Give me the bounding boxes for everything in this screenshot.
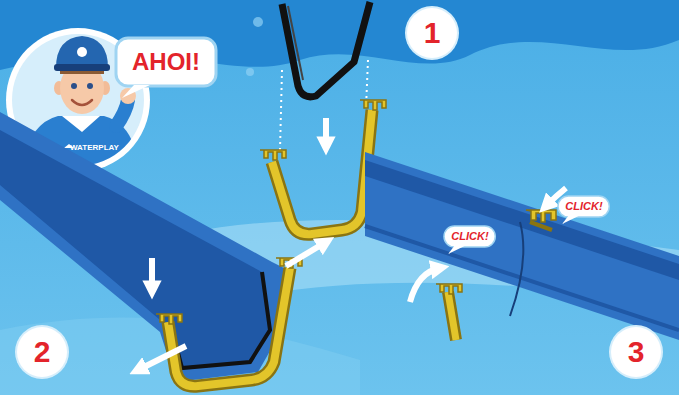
- callout-number: 2: [34, 337, 51, 367]
- arrow: [149, 258, 155, 290]
- bubble-body: [116, 38, 216, 86]
- speech-bubble: AHOI!: [116, 38, 216, 86]
- gutter-clip: [156, 258, 302, 386]
- callout-number: 3: [628, 337, 645, 367]
- click-bubble: CLICK!: [444, 226, 495, 247]
- seal-gasket-edge: [288, 6, 303, 80]
- bubble-text: CLICK!: [451, 231, 488, 242]
- bubble-body: [558, 196, 609, 217]
- bubble-text: AHOI!: [132, 50, 200, 74]
- bubble-dot: [246, 68, 254, 76]
- bubble-body: [444, 226, 495, 247]
- bubble-text: CLICK!: [565, 201, 602, 212]
- callout-number: 1: [424, 18, 441, 48]
- arrow: [410, 268, 440, 302]
- click-bubble: CLICK!: [558, 196, 609, 217]
- gutter-pipe: [0, 112, 288, 382]
- step-number: 1: [407, 8, 457, 58]
- guide-line: [280, 70, 282, 150]
- brand-label: WATERPLAY: [70, 143, 119, 152]
- arrow: [138, 346, 186, 370]
- arrow: [286, 242, 326, 266]
- bubble-tail: [122, 85, 150, 98]
- seal-gasket: [282, 2, 370, 97]
- bubble-tail: [448, 246, 464, 254]
- step-number: 3: [611, 327, 661, 377]
- bubble-tail: [562, 216, 578, 224]
- step-number: 2: [17, 327, 67, 377]
- bubble-dot: [253, 17, 263, 27]
- gutter-clip: [436, 210, 556, 340]
- gutter-pipe: [365, 152, 679, 340]
- arrow: [323, 118, 329, 146]
